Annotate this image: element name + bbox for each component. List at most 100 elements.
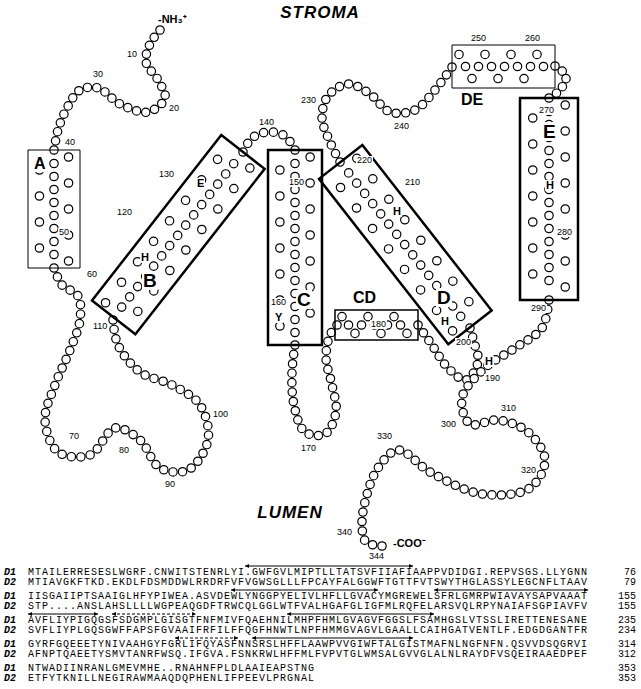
helix-box: E: [520, 98, 578, 300]
residue-circle: [474, 62, 482, 70]
residue-number: 80: [118, 446, 130, 455]
residue-circle: [392, 109, 400, 117]
residue-circle: [67, 453, 75, 461]
residue-circle: [336, 183, 344, 191]
residue-circle: [545, 224, 553, 232]
residue-circle: [318, 114, 326, 122]
residue-circle: [465, 298, 473, 306]
residue-circle: [178, 468, 186, 476]
residue-circle: [368, 541, 376, 549]
residue-circle: [134, 307, 142, 315]
residue-number: 300: [440, 420, 457, 429]
residue-circle: [136, 436, 144, 444]
residue-circle: [395, 446, 403, 454]
residue-circle: [435, 352, 443, 360]
residue-circle: [115, 343, 123, 351]
residue-circle: [169, 468, 177, 476]
residue-circle: [142, 108, 150, 116]
residue-circle: [250, 132, 258, 140]
residue-circle: [411, 106, 419, 114]
residue-circle: [525, 428, 533, 436]
residue-circle: [74, 291, 82, 299]
residue-circle: [433, 257, 441, 265]
residue-circle: [448, 327, 456, 335]
residue-circle: [142, 444, 150, 452]
residue-circle: [276, 244, 284, 252]
residue-circle: [182, 246, 190, 254]
residue-circle: [545, 237, 553, 245]
residue-circle: [104, 429, 112, 437]
residue-circle: [206, 190, 214, 198]
residue-circle: [279, 131, 287, 139]
residue-circle: [468, 74, 476, 82]
residue-circle: [73, 329, 81, 337]
helix-box: A: [28, 150, 80, 268]
residue-circle: [327, 141, 335, 149]
residue-circle: [417, 236, 425, 244]
residue-circle: [354, 82, 362, 90]
residue-circle: [289, 397, 297, 405]
residue-circle: [66, 346, 74, 354]
residue-circle: [463, 417, 471, 425]
residue-circle: [529, 140, 537, 148]
residue-number: 20: [168, 104, 180, 113]
residue-circle: [47, 390, 55, 398]
residue-circle: [298, 424, 306, 432]
residue-circle: [401, 109, 409, 117]
residue-circle: [276, 322, 284, 330]
residue-circle: [64, 257, 72, 265]
residue-circle: [132, 107, 140, 115]
residue-circle: [362, 87, 370, 95]
residue-circle: [385, 195, 393, 203]
residue-circle: [323, 428, 331, 436]
residue-circle: [344, 321, 352, 329]
residue-circle: [426, 468, 434, 476]
residue-circle: [187, 464, 195, 472]
residue-circle: [117, 278, 125, 286]
residue-number: 310: [500, 404, 517, 413]
residue-circle: [291, 250, 299, 258]
residue-circle: [69, 94, 77, 102]
residue-circle: [442, 71, 450, 79]
residue-circle: [198, 200, 206, 208]
residue-circle: [529, 218, 537, 226]
residue-circle: [332, 402, 340, 410]
residue-circle: [50, 159, 58, 167]
residue-circle: [159, 377, 167, 385]
backbone-guide: [54, 30, 165, 150]
residue-circle: [359, 508, 367, 516]
residue-circle: [335, 82, 343, 90]
residue-circle: [214, 205, 222, 213]
residue-circle: [561, 179, 569, 187]
residue-circle: [319, 104, 327, 112]
helix-outline-layer: [92, 135, 265, 334]
residue-number: 340: [336, 528, 353, 537]
residue-circle: [56, 119, 64, 127]
residue-circle: [50, 250, 58, 258]
residue-circle: [507, 490, 515, 498]
helix-box: DE: [452, 45, 555, 88]
helix-span-arrow: [112, 614, 196, 615]
residue-circle: [508, 419, 516, 427]
residue-circle: [457, 399, 465, 407]
residue-number: 10: [126, 50, 138, 59]
residue-circle: [494, 74, 502, 82]
residue-circle: [291, 224, 299, 232]
residue-circle: [516, 488, 524, 496]
residue-circle: [194, 457, 202, 465]
residue-circle: [126, 359, 134, 367]
residue-circle: [197, 404, 205, 412]
residue-circle: [327, 328, 335, 336]
helix-outline: [268, 150, 322, 345]
residue-circle: [378, 542, 386, 550]
residue-circle: [369, 93, 377, 101]
residue-circle: [147, 452, 155, 460]
backbone-guide: [45, 268, 209, 472]
residue-circle: [306, 309, 314, 317]
residue-circle: [93, 84, 101, 92]
helix-span-arrow: [28, 614, 98, 615]
residue-circle: [400, 240, 408, 248]
residue-circle: [276, 270, 284, 278]
residue-circle: [50, 198, 58, 206]
residue-circle: [189, 211, 197, 219]
